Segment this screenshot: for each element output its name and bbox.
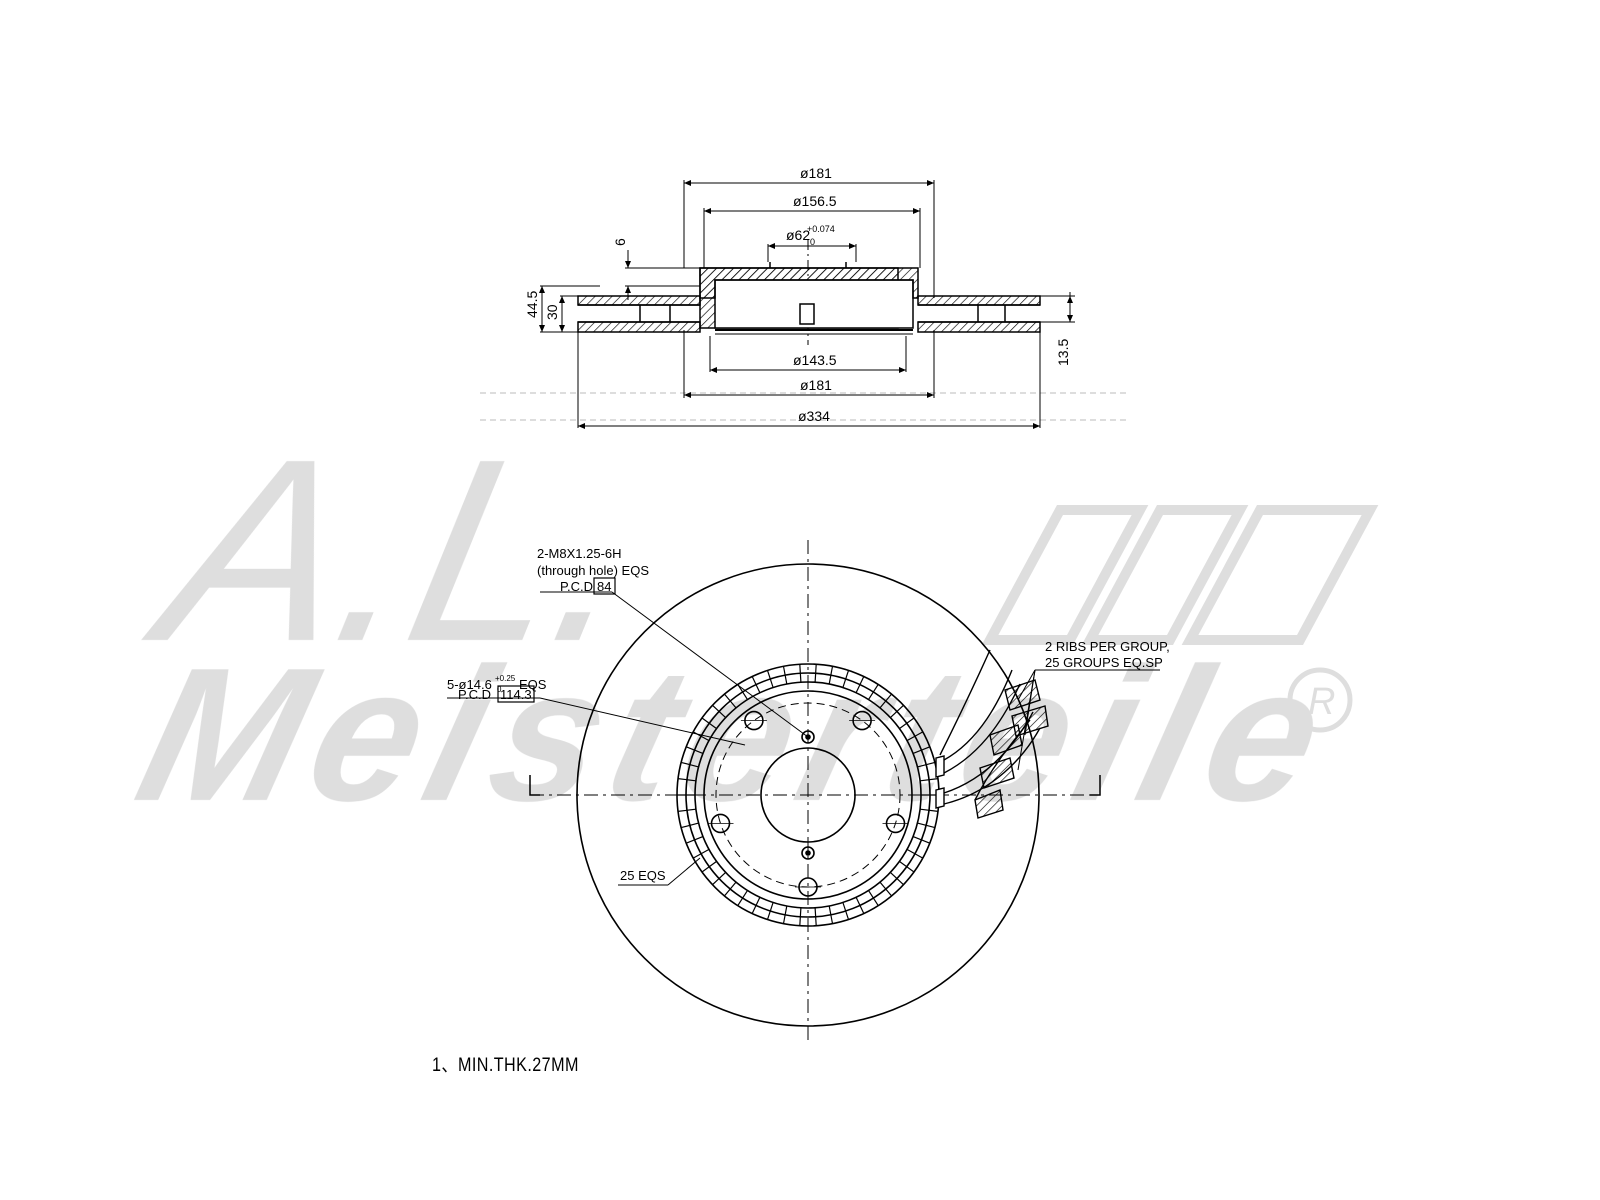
hub-tooth [677,778,696,782]
hub-tooth [920,808,939,812]
svg-text:EQS: EQS [519,677,547,692]
hub-tooth [782,905,788,924]
hub-tooth [751,896,761,914]
hub-tooth [799,907,802,926]
thread-pcd-label: P.C.D [560,579,593,594]
hub-tooth [814,664,817,683]
disc-outer-edge [576,563,1040,1027]
rib-cutaway [935,649,1049,819]
hub-tooth [737,890,749,906]
hub-tooth [899,860,915,873]
hub-tooth [917,822,936,829]
hub-tooth [855,896,865,914]
hub-tooth [737,684,749,700]
hub-tooth [712,704,727,719]
bolt-callout: 5-ø14.6 +0.25 0 EQS [447,674,547,694]
hub-tooth [889,871,904,886]
front-callouts: 2-M8X1.25-6H (through hole) EQS P.C.D 84… [447,546,1170,883]
dim-total-height: 44.5 [524,291,540,318]
svg-text:+0.25: +0.25 [495,674,516,683]
hub-tooth [842,902,850,920]
ribs-callout-line2: 25 GROUPS EQ.SP [1045,655,1163,670]
watermark: A.L. Meisterteile R [120,405,1379,840]
teeth-callout: 25 EQS [620,868,666,883]
hub-tooth [867,890,879,906]
hub-tooth [751,676,761,694]
hub-tooth [712,871,727,886]
hub-tooth [724,693,737,709]
watermark-brand: A.L. [126,405,667,696]
hub-tooth [906,731,924,742]
hub-tooth [685,836,704,844]
left-inner-ring [577,321,701,333]
front-view [447,540,1160,1045]
hub-tooth [828,905,834,924]
hub-tooth [701,860,717,873]
hub-tooth [701,717,717,730]
center-bore [760,747,856,843]
svg-text:R: R [1308,681,1335,723]
hub-tooth [766,902,774,920]
thread-hole-bottom [801,846,815,860]
ribs-callout-line1: 2 RIBS PER GROUP, [1045,639,1170,654]
hub-tooth [782,666,788,685]
bolt-pcd-value: 114.3 [500,687,532,702]
right-outer-ring [917,295,1041,306]
hub-tooth [828,666,834,685]
dim-disc-thickness: 30 [544,304,560,320]
hub-tooth [879,693,892,709]
section-dimensions: ø181 ø156.5 ø62 +0.074 0 6 44.5 30 13.5 … [524,165,1071,424]
hub-tooth [899,717,915,730]
bolt-pcd-label: P.C.D [458,687,491,702]
dim-hat-outer-top: ø181 [800,165,832,181]
thread-callout-line1: 2-M8X1.25-6H [537,546,622,561]
dim-disc-outer: ø334 [798,408,830,424]
dim-hat-outer-bottom: ø181 [800,377,832,393]
thread-pcd-value: 84 [597,579,611,594]
hub-tooth [724,881,737,897]
hub-tooth [879,881,892,897]
min-thickness-note: 1、MIN.THK.27MM [432,1055,579,1076]
left-outer-ring [577,295,701,306]
svg-text:0: 0 [810,237,815,247]
hub-tooth [677,808,696,812]
bolt-pcd-box [497,685,535,703]
hub-tooth [912,836,931,844]
svg-text:ø62: ø62 [786,227,810,243]
watermark-registered-icon: R [1287,667,1353,733]
thread-hole-top [801,730,815,744]
hub-tooth [799,664,802,683]
svg-text:+0.074: +0.074 [807,224,835,234]
hub-tooth [814,907,817,926]
dim-hat-step: 6 [612,238,628,246]
hub-tooth [680,822,699,829]
thread-callout-line2: (through hole) EQS [537,563,649,578]
hub-tooth [685,746,704,754]
hub-teeth-ring [677,664,939,926]
hub-tooth [692,848,710,859]
hub-tooth [867,684,879,700]
hub-tooth [680,761,699,768]
hub-tooth [920,778,939,782]
hub-tooth [766,670,774,688]
svg-text:5-ø14.6: 5-ø14.6 [447,677,492,692]
dim-center-bore: ø62 +0.074 0 [786,224,835,247]
hub-tooth [842,670,850,688]
dim-right: 13.5 [1055,339,1071,366]
dim-hat-inner-top: ø156.5 [793,193,837,209]
right-inner-ring [917,321,1041,333]
hub-tooth [917,761,936,768]
hub-tooth [912,746,931,754]
leader-lines [447,591,1160,886]
hub-tooth [855,676,865,694]
hub-tooth [906,848,924,859]
dim-hub-bottom: ø143.5 [793,352,837,368]
bolt-holes [707,710,909,897]
svg-text:0: 0 [497,685,502,694]
watermark-logo-bars [981,505,1379,645]
thread-pcd-box [593,577,616,595]
hub-tooth [889,704,904,719]
section-view [480,180,1130,429]
